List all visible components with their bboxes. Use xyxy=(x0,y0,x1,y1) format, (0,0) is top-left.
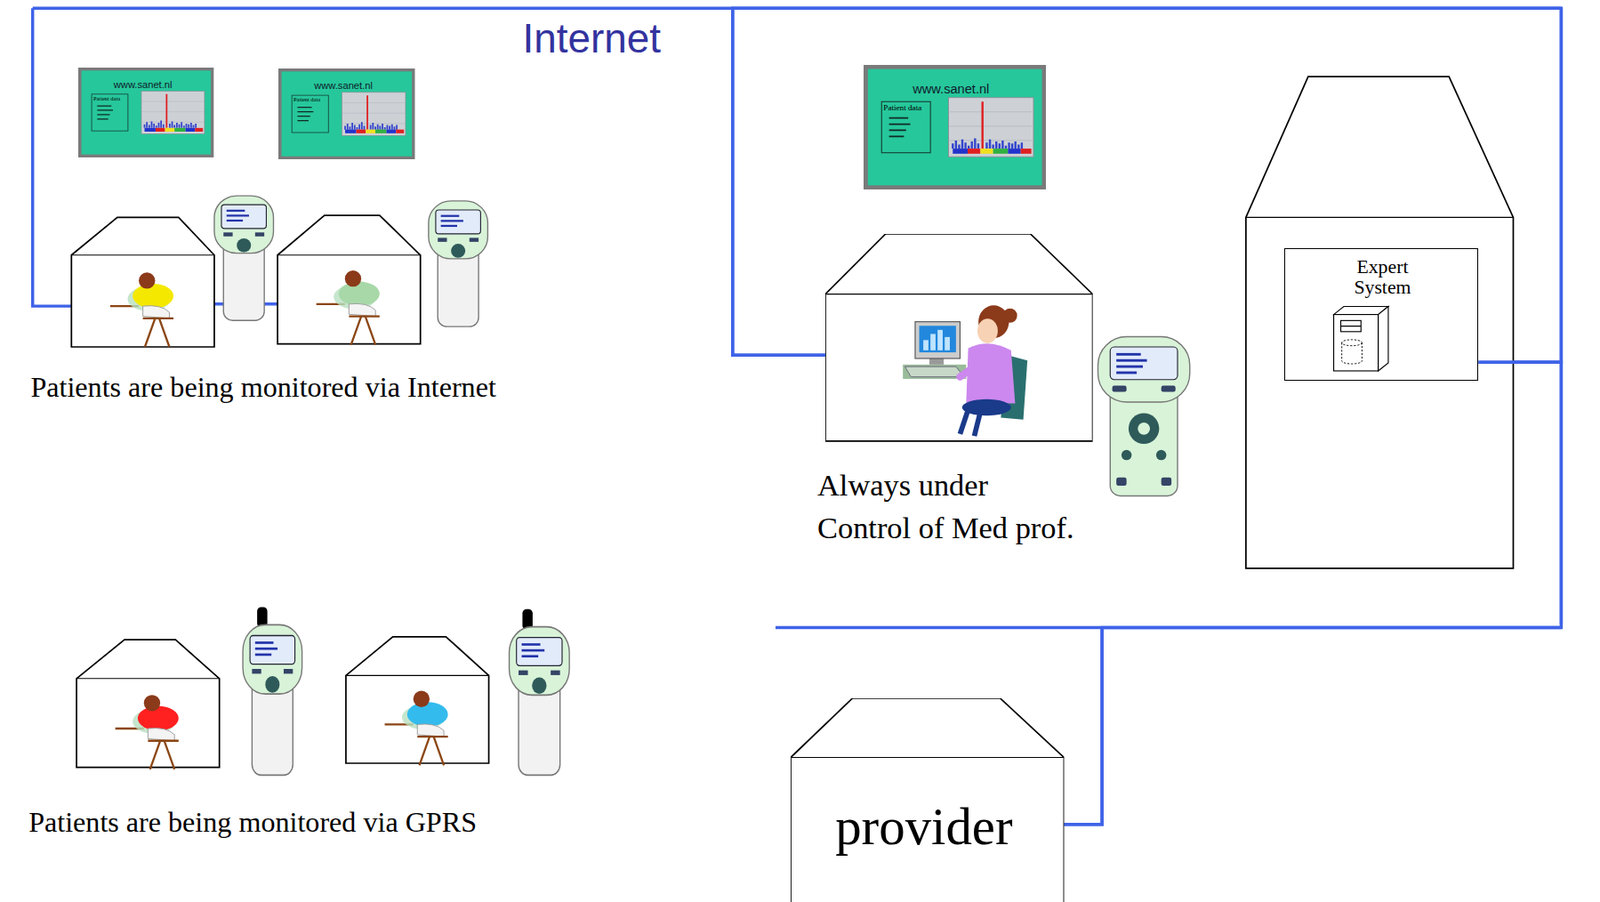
patient-house xyxy=(71,217,215,347)
website-address: www.sanet.nl xyxy=(863,81,1039,98)
network-lines xyxy=(732,8,826,355)
screen-caption: Patient data xyxy=(883,103,922,113)
network-lines xyxy=(32,8,1562,825)
monitor-screen-drawing xyxy=(278,68,416,160)
patient-house xyxy=(345,675,490,676)
patient-figure xyxy=(110,272,174,347)
house-title: provider xyxy=(790,795,1057,860)
handheld-device xyxy=(1098,337,1190,497)
house-caption: Always under Control of Med prof. xyxy=(817,464,1077,549)
box-title: Expert System xyxy=(1340,257,1424,298)
expert-building xyxy=(1246,76,1514,569)
handheld-device xyxy=(214,195,274,321)
expert-system-box: Expert System xyxy=(1284,248,1479,381)
caption-text: Patients are being monitored via GPRS xyxy=(28,804,477,840)
expert-system-box-drawing xyxy=(1334,305,1389,370)
patient-figure xyxy=(385,691,449,766)
handheld-device xyxy=(428,201,489,327)
provider-house-drawing xyxy=(790,698,1064,902)
website-address: www.sanet.nl xyxy=(278,80,409,92)
screen-caption: Patient data xyxy=(293,96,321,104)
expert-building xyxy=(1246,76,1514,569)
website-address: www.sanet.nl xyxy=(78,79,208,91)
monitor-screen-drawing xyxy=(78,67,215,158)
network-lines xyxy=(32,8,73,306)
patient-figure xyxy=(115,694,179,770)
provider-house: provider xyxy=(790,698,1064,902)
patient-house xyxy=(71,254,215,256)
screen-caption: Patient data xyxy=(93,95,121,103)
caption-text: Patients are being monitored via Interne… xyxy=(30,369,496,405)
monitor-screen-drawing xyxy=(863,64,1046,190)
med-prof-house-drawing xyxy=(825,233,1094,442)
monitor-screen: www.sanet.nlPatient data xyxy=(78,67,215,158)
handheld-device xyxy=(242,624,303,775)
handheld-device xyxy=(509,627,571,776)
patient-house xyxy=(277,254,421,256)
patient-house xyxy=(76,677,220,679)
handheld-device xyxy=(214,195,1190,775)
network-label: Internet xyxy=(522,14,661,64)
patient-figure xyxy=(316,270,380,346)
network-connector xyxy=(1064,361,1562,825)
monitor-screen: www.sanet.nlPatient data xyxy=(278,68,416,160)
monitor-screen: www.sanet.nlPatient data xyxy=(863,64,1046,190)
med-prof-house: Always under Control of Med prof. xyxy=(825,233,1094,541)
expert-building xyxy=(1246,217,1514,218)
